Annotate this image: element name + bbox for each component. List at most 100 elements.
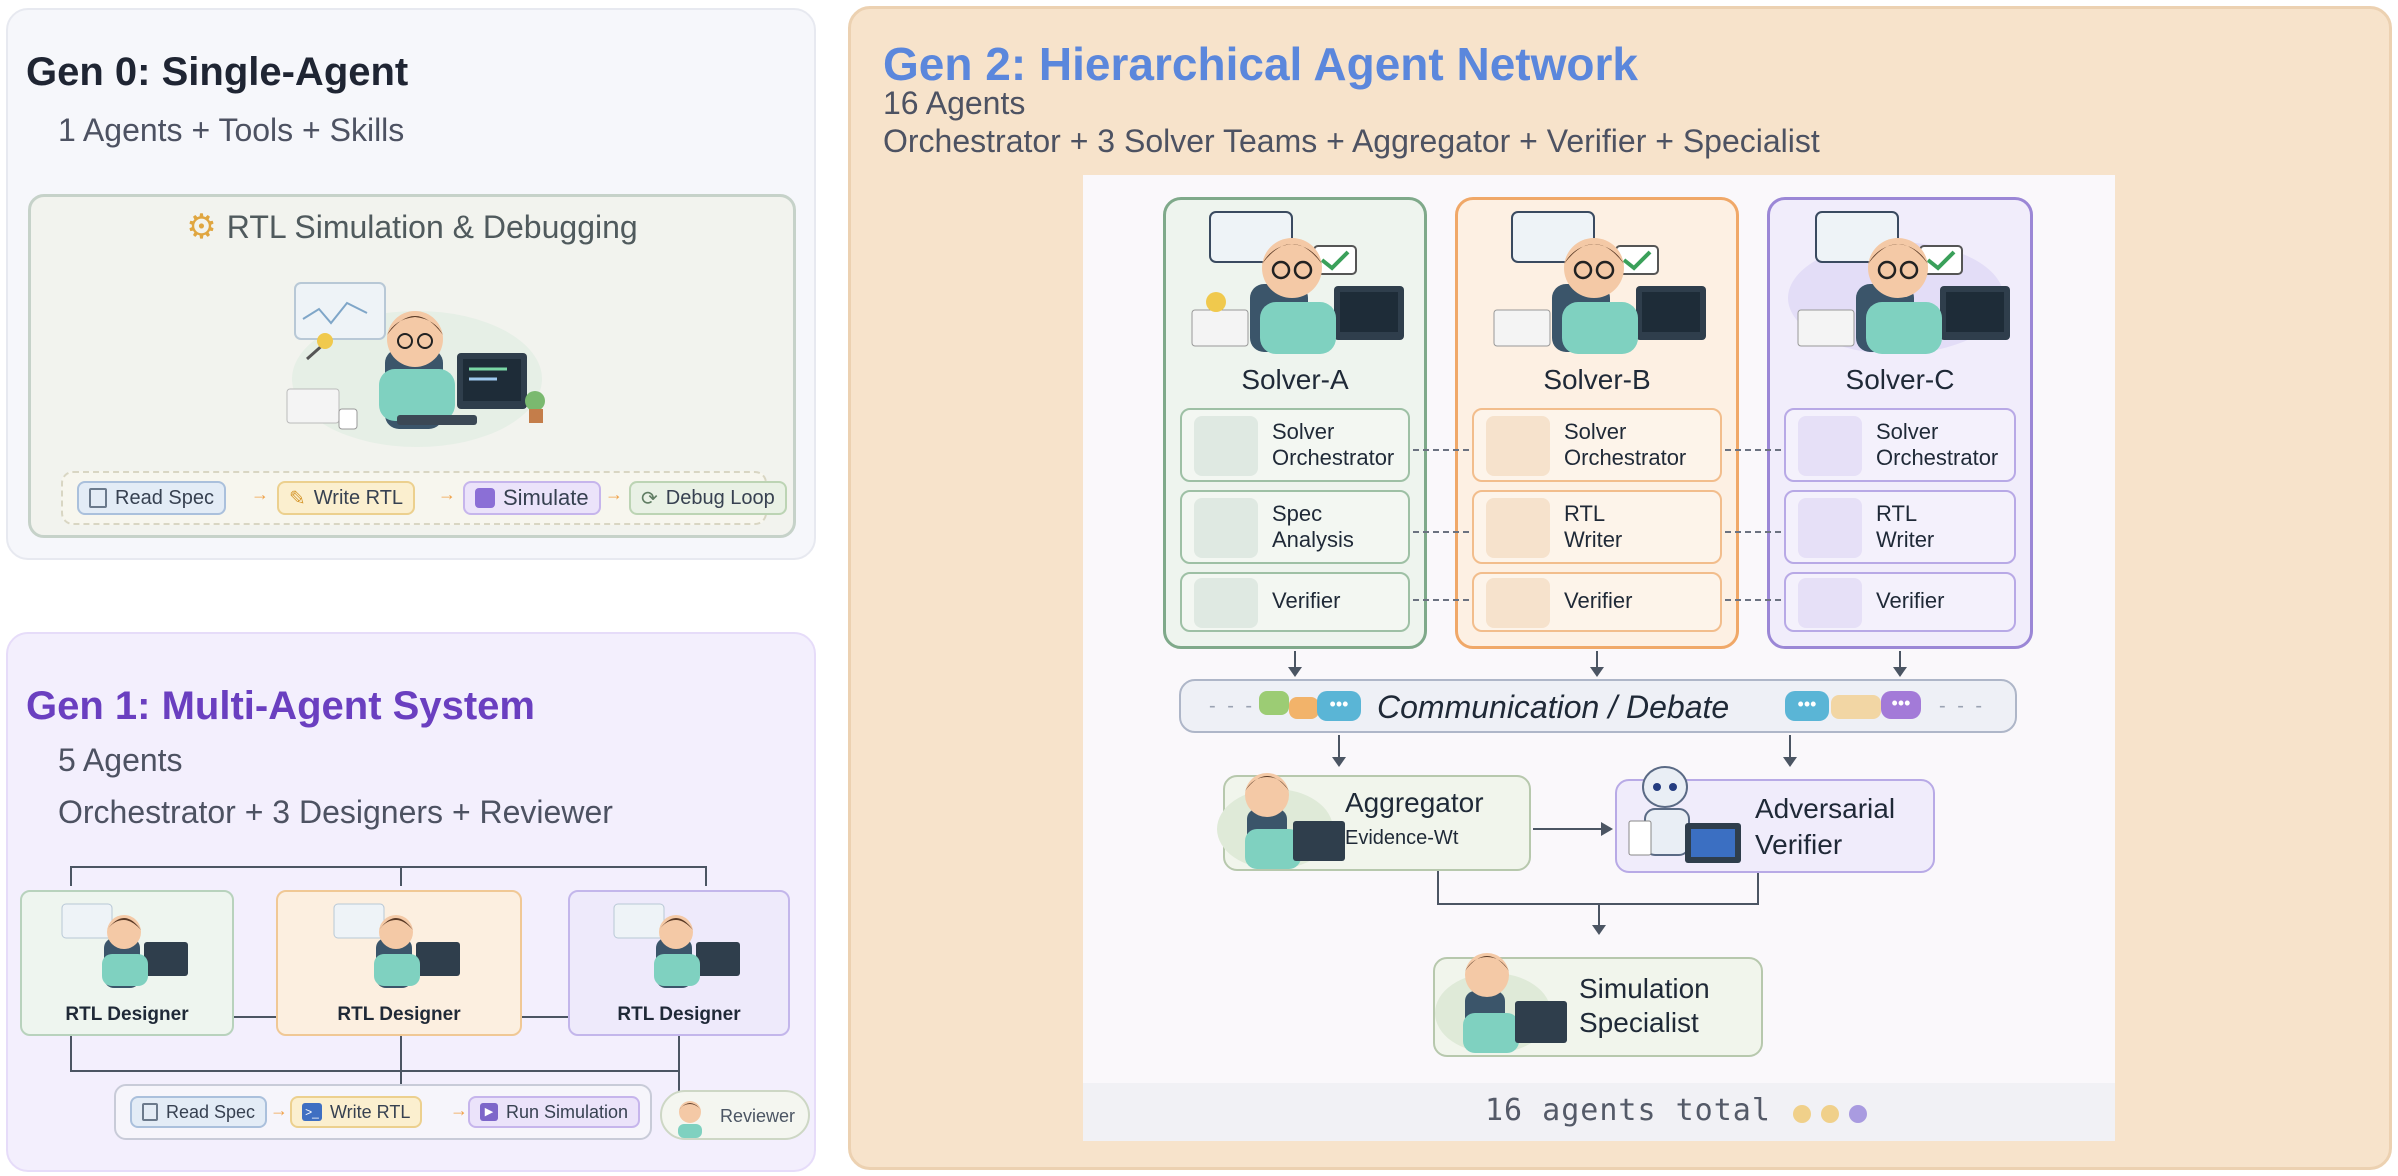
connector [678,1036,680,1072]
step-label: Simulate [503,485,589,510]
gen1-composition: Orchestrator + 3 Designers + Reviewer [58,794,613,830]
specialist-avatar [1435,953,1567,1053]
agent-avatar [1486,416,1550,476]
agent-avatar [1194,578,1258,628]
arrowhead [1783,757,1797,767]
arrow-icon: → [605,484,623,504]
specialist-line2: Specialist [1579,1007,1699,1038]
connector [70,1036,72,1072]
connector [1757,873,1759,905]
member-label: Solver Orchestrator [1272,419,1395,470]
arrow-icon: → [438,484,456,504]
connector [400,866,402,886]
designer-label: RTL Designer [617,1004,741,1025]
arrowhead [1332,757,1346,767]
team-name: Solver-A [1241,364,1349,395]
engineer-illustration [1493,211,1706,354]
aggregator-name: Aggregator [1345,787,1484,818]
engineer-illustration [613,903,740,988]
team-member: Verifier [1784,572,2016,632]
terminal-icon: >_ [302,1103,322,1121]
adversarial-line1: Adversarial [1755,793,1896,824]
connector [70,866,706,868]
solver-team-b: Solver-B Solver Orchestrator RTL Writer … [1455,197,1739,649]
peer-link [1413,531,1469,533]
member-label: RTL Writer [1876,501,1935,552]
document-icon [89,488,107,508]
gen0-card-header: ⚙ RTL Simulation & Debugging [31,207,793,247]
engineer-illustration [333,903,460,988]
specialist-line1: Simulation [1579,973,1710,1004]
arrowhead [1288,667,1302,677]
designer-card: RTL Designer [20,890,234,1036]
peer-link [1725,599,1781,601]
aggregator-node: Aggregator Evidence-Wt [1217,773,1531,871]
gen0-subtitle: 1 Agents + Tools + Skills [58,112,405,148]
step-debug-loop: ⟳ Debug Loop [629,481,787,515]
network-diagram: Solver-A Solver Orchestrator Spec Analys… [1083,175,2115,1141]
dash-decoration: - - - [1939,695,1986,717]
connector [705,866,707,886]
step-read-spec: Read Spec [130,1096,268,1128]
reviewer-label: Reviewer [720,1106,796,1126]
gen0-card: ⚙ RTL Simulation & Debugging [28,194,796,538]
connector [400,1036,402,1086]
step-label: Debug Loop [665,486,775,509]
step-write-rtl: ✎ Write RTL [277,481,416,515]
connector [1899,651,1901,669]
solver-team-a: Solver-A Solver Orchestrator Spec Analys… [1163,197,1427,649]
gen2-agents-count: 16 Agents [883,85,1026,121]
peer-link [1725,449,1781,451]
member-label: RTL Writer [1564,501,1623,552]
arrowhead [1590,667,1604,677]
reviewer-card: Reviewer [660,1090,810,1140]
peer-link [1413,599,1469,601]
agent-avatar [1194,498,1258,558]
gear-icon: ⚙ [186,208,217,246]
team-member: RTL Writer [1784,490,2016,564]
member-label: Solver Orchestrator [1564,419,1687,470]
diagram-footer: 16 agents total [1083,1083,2115,1141]
engineer-illustration [286,282,545,447]
member-label: Verifier [1272,588,1341,613]
play-icon: ▶ [480,1103,498,1121]
robot-icon [1628,766,1741,863]
aggregator-detail: Evidence-Wt [1345,827,1459,849]
gen0-title: Gen 0: Single-Agent [26,50,409,94]
agent-avatar [1486,498,1550,558]
step-write-rtl: >_ Write RTL [290,1096,423,1128]
arrow-icon: → [450,1100,468,1120]
team-member: Solver Orchestrator [1472,408,1722,482]
member-label: Verifier [1564,588,1633,613]
agent-avatar [1194,416,1258,476]
step-label: Write RTL [330,1101,411,1122]
connector [1294,651,1296,669]
pencil-icon: ✎ [289,487,306,510]
connector [1437,871,1439,905]
team-member: Solver Orchestrator [1784,408,2016,482]
chat-bubble-icon: ••• [1317,691,1361,721]
gen1-agents-count: 5 Agents [58,742,183,778]
arrowhead [1592,925,1606,935]
communication-label: Communication / Debate [1377,689,1730,725]
team-name: Solver-C [1845,364,1955,395]
team-member: RTL Writer [1472,490,1722,564]
gen0-panel: Gen 0: Single-Agent 1 Agents + Tools + S… [6,8,816,560]
step-read-spec: Read Spec [77,481,226,515]
connector [1789,735,1791,759]
gen2-title: Gen 2: Hierarchical Agent Network [883,38,1638,90]
team-member: Verifier [1180,572,1410,632]
connector [1598,903,1600,927]
step-label: Read Spec [166,1101,256,1122]
status-dot [1821,1105,1839,1123]
status-dot [1849,1105,1867,1123]
connector [522,1016,568,1018]
connector [1338,735,1340,759]
chip-icon [475,488,495,508]
gen1-panel: Gen 1: Multi-Agent System 5 Agents Orche… [6,632,816,1172]
status-dot [1793,1105,1811,1123]
member-label: Verifier [1876,588,1945,613]
team-name: Solver-B [1543,364,1651,395]
adversarial-line2: Verifier [1755,829,1843,860]
agent-avatar [1798,578,1862,628]
